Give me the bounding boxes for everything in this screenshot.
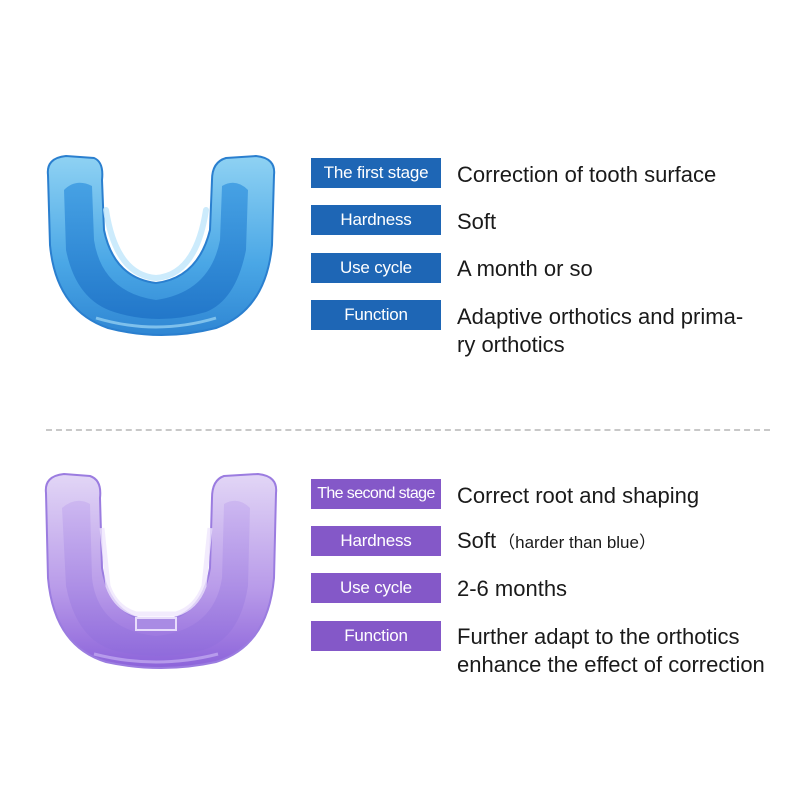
stage1-hardness-label: Hardness [311, 205, 441, 235]
stage1-function-value-line2: ry orthotics [457, 332, 565, 357]
stage1-function-label: Function [311, 300, 441, 330]
stage1-function-value-line1: Adaptive orthotics and prima- [457, 304, 744, 329]
stage1-use-cycle-value: A month or so [457, 256, 593, 281]
stage2-hardness-value: Soft（harder than blue） [457, 527, 656, 557]
stage1-hardness-value: Soft [457, 209, 497, 234]
stage2-use-cycle-label: Use cycle [311, 573, 441, 603]
stage2-function-value-line1: Further adapt to the orthotics [457, 624, 740, 649]
stage1-label: The first stage [311, 158, 441, 188]
stage1-use-cycle-label: Use cycle [311, 253, 441, 283]
purple-mouthguard-image [36, 468, 291, 678]
stage2-hardness-note: （harder than blue） [498, 533, 656, 552]
stage2-function-value-line2: enhance the effect of correction [457, 652, 765, 677]
stage2-hardness-label: Hardness [311, 526, 441, 556]
stage2-value: Correct root and shaping [457, 483, 700, 508]
blue-mouthguard-image [36, 150, 291, 345]
stage2-label: The second stage [311, 479, 441, 509]
stage1-value: Correction of tooth surface [457, 162, 717, 187]
stage2-function-label: Function [311, 621, 441, 651]
stage2-hardness-text: Soft [457, 528, 497, 553]
stage2-use-cycle-value: 2-6 months [457, 576, 568, 601]
section-divider [46, 429, 770, 431]
